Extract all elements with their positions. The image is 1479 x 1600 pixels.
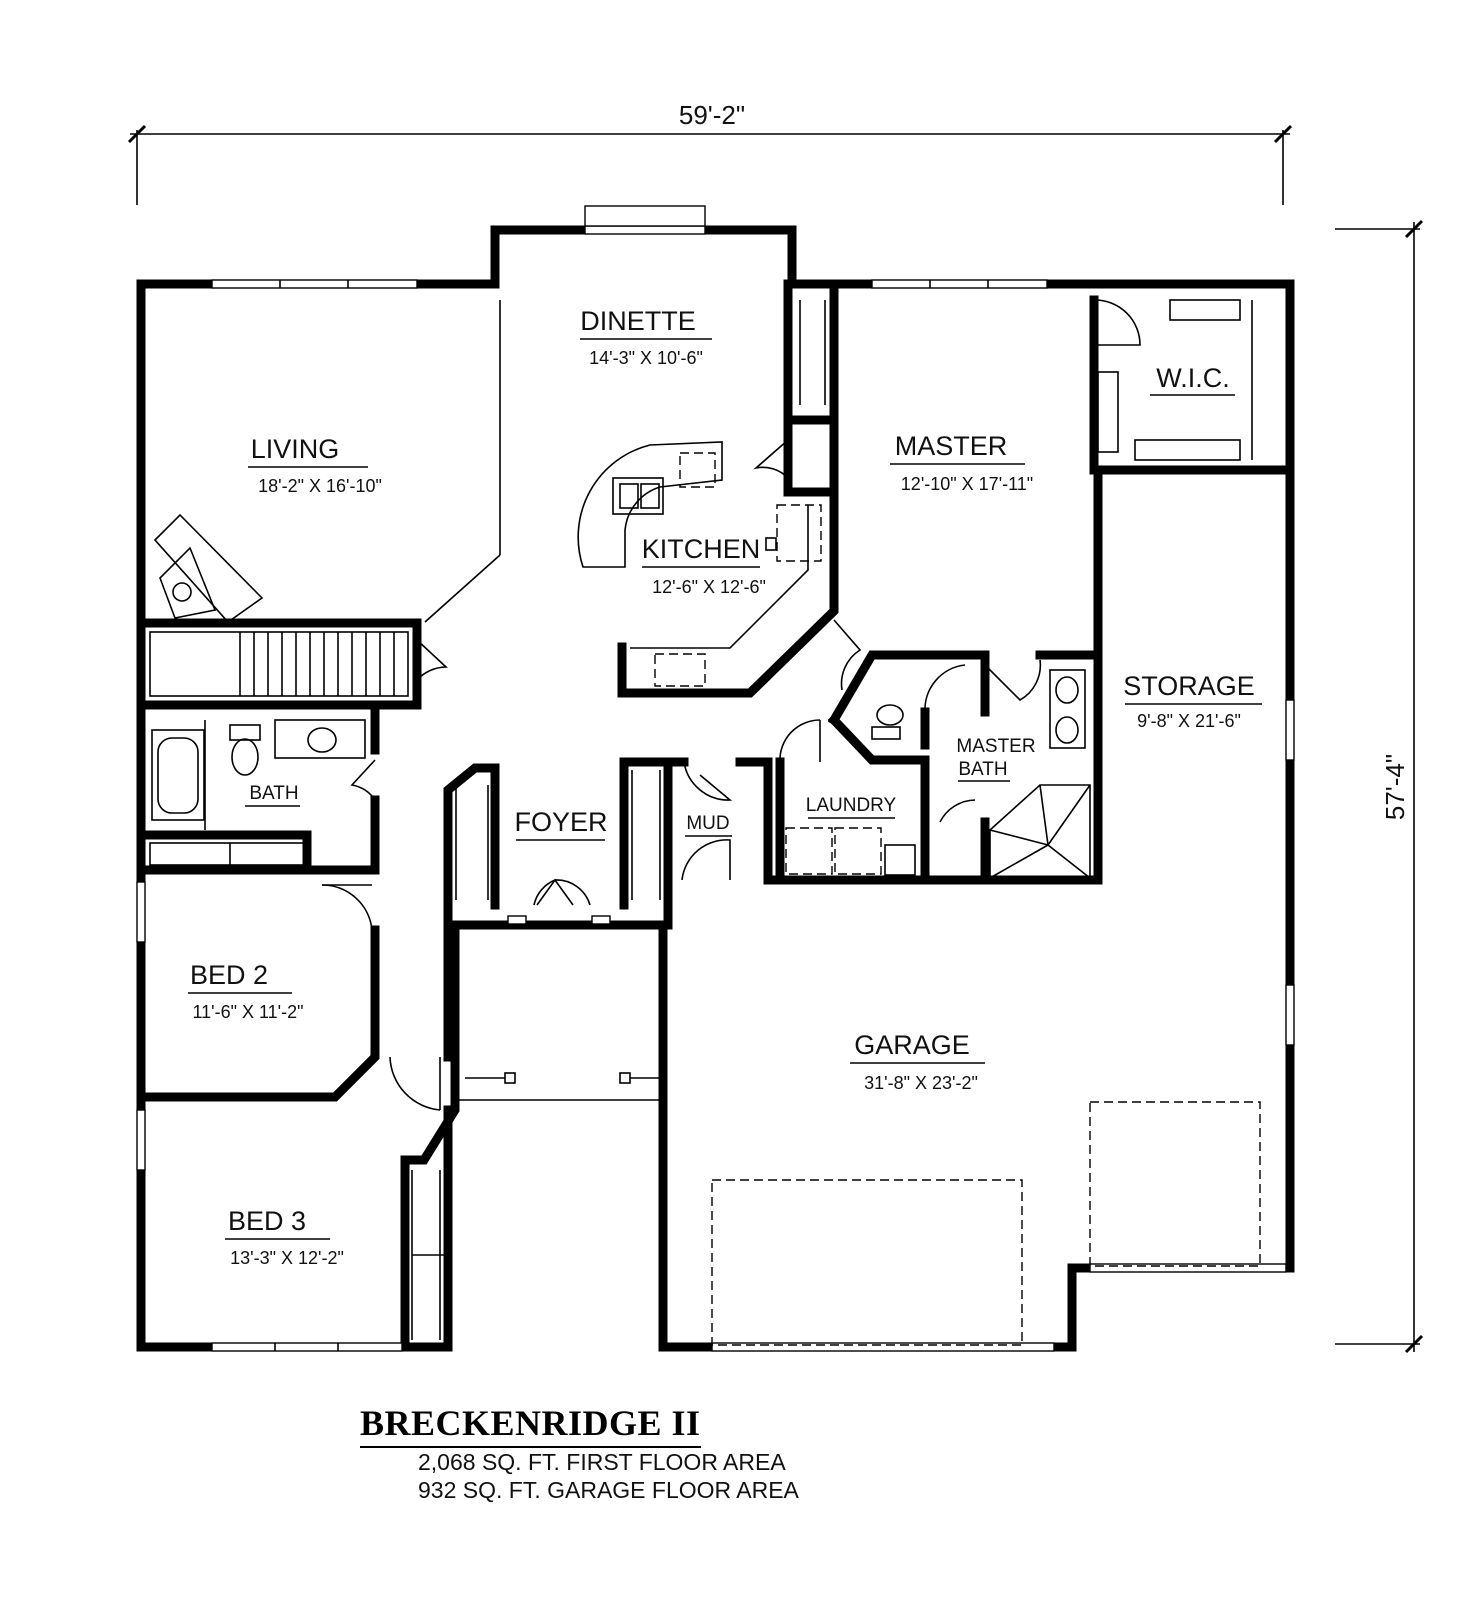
room-master-size: 12'-10" X 17'-11" xyxy=(901,474,1033,494)
room-garage-name: GARAGE xyxy=(854,1030,970,1060)
room-foyer-name: FOYER xyxy=(514,807,607,837)
room-bed2-size: 11'-6" X 11'-2" xyxy=(192,1002,303,1022)
room-living-name: LIVING xyxy=(251,434,340,464)
room-mud-name: MUD xyxy=(686,813,729,834)
first-floor-area: 2,068 SQ. FT. FIRST FLOOR AREA xyxy=(418,1449,786,1475)
room-living: LIVING 18'-2" X 16'-10" xyxy=(248,434,382,496)
master-bath-fixtures xyxy=(871,669,1091,879)
room-living-size: 18'-2" X 16'-10" xyxy=(258,476,382,496)
doors xyxy=(321,299,1141,1111)
room-storage: STORAGE 9'-8" X 21'-6" xyxy=(1123,671,1262,731)
garage-floor-area: 932 SQ. FT. GARAGE FLOOR AREA xyxy=(418,1477,799,1503)
room-bath-name: BATH xyxy=(249,783,298,804)
room-wic-name: W.I.C. xyxy=(1156,363,1230,393)
room-bed3-name: BED 3 xyxy=(228,1206,306,1236)
room-master-bath-name-line2: BATH xyxy=(958,759,1007,780)
entry-porch xyxy=(455,915,663,1101)
room-laundry: LAUNDRY xyxy=(806,795,897,819)
bath-fixtures xyxy=(149,719,366,866)
room-mud: MUD xyxy=(685,813,732,837)
room-master-name: MASTER xyxy=(895,431,1008,461)
room-master-bath-name-line1: MASTER xyxy=(956,736,1035,757)
kitchen-island xyxy=(577,441,723,568)
width-dimension-label: 59'-2" xyxy=(679,100,745,130)
width-dimension: 59'-2" xyxy=(127,100,1293,205)
exterior-walls xyxy=(136,225,1295,1352)
room-kitchen-size: 12'-6" X 12'-6" xyxy=(652,577,766,597)
plan-caption: BRECKENRIDGE II 2,068 SQ. FT. FIRST FLOO… xyxy=(360,1402,960,1504)
room-dinette-size: 14'-3" X 10'-6" xyxy=(589,348,703,368)
depth-dimension: 57'-4" xyxy=(1335,219,1424,1354)
depth-dimension-label: 57'-4" xyxy=(1380,754,1410,820)
room-dinette: DINETTE 14'-3" X 10'-6" xyxy=(580,306,712,368)
room-foyer: FOYER xyxy=(514,807,608,841)
plan-title: BRECKENRIDGE II xyxy=(360,1402,701,1448)
stairs xyxy=(149,631,409,697)
room-kitchen-name: KITCHEN xyxy=(642,534,761,564)
room-kitchen: KITCHEN 12'-6" X 12'-6" xyxy=(642,534,766,597)
room-laundry-name: LAUNDRY xyxy=(806,795,897,816)
room-dinette-name: DINETTE xyxy=(580,306,696,336)
room-master: MASTER 12'-10" X 17'-11" xyxy=(890,431,1033,494)
room-garage-size: 31'-8" X 23'-2" xyxy=(864,1073,978,1093)
room-garage: GARAGE 31'-8" X 23'-2" xyxy=(850,1030,985,1093)
room-wic: W.I.C. xyxy=(1150,363,1235,396)
living-fireplace xyxy=(153,300,501,624)
room-bed2-name: BED 2 xyxy=(190,960,268,990)
room-storage-name: STORAGE xyxy=(1123,671,1255,701)
closet-shelves xyxy=(411,299,1253,1340)
room-storage-size: 9'-8" X 21'-6" xyxy=(1137,711,1241,731)
room-master-bath: MASTER BATH xyxy=(956,736,1036,782)
interior-walls xyxy=(136,279,1295,1102)
room-bed2: BED 2 11'-6" X 11'-2" xyxy=(188,960,304,1022)
garage-doors xyxy=(711,1101,1261,1346)
room-bed3: BED 3 13'-3" X 12'-2" xyxy=(225,1206,344,1268)
room-bath: BATH xyxy=(245,783,300,807)
kitchen-counter xyxy=(630,504,822,687)
windows xyxy=(136,205,1295,1352)
laundry-appliances xyxy=(785,827,916,876)
room-bed3-size: 13'-3" X 12'-2" xyxy=(230,1248,344,1268)
